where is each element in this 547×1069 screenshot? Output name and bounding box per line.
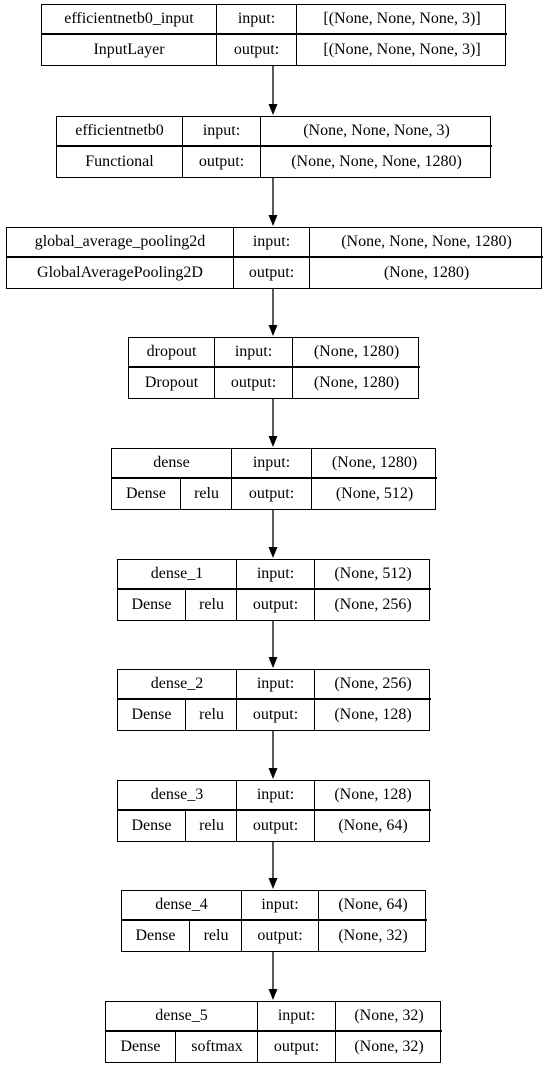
output-shape: (None, 32) — [354, 1038, 424, 1055]
layer-activation: softmax — [191, 1038, 243, 1055]
layer-type-group: Dense relu — [122, 921, 242, 951]
input-shape: (None, None, None, 3) — [261, 117, 492, 146]
arrow-head-icon — [268, 878, 278, 889]
output-shape: (None, None, None, 1280) — [291, 153, 462, 170]
input-shape: (None, 1280) — [293, 338, 420, 367]
layer-type-group: Dense relu — [118, 590, 237, 620]
layer-activation: relu — [199, 596, 224, 613]
layer-name: global_average_pooling2d — [7, 228, 234, 257]
layer-name: efficientnetb0_input — [42, 5, 217, 34]
layer-type: Dense — [118, 700, 186, 730]
layer-type: Dense — [122, 921, 190, 951]
layer-name: dense_3 — [118, 781, 237, 810]
output-label: output: — [237, 590, 315, 620]
output-label: output: — [242, 921, 319, 951]
input-shape: (None, 1280) — [312, 449, 437, 478]
layer-type: Dense — [118, 590, 186, 620]
output-shape: (None, 256) — [334, 596, 412, 613]
layer-type-group: Dense relu — [112, 479, 232, 509]
output-label: output: — [217, 35, 297, 65]
input-label: input: — [237, 670, 315, 699]
layer-name: dense — [112, 449, 232, 478]
output-label: output: — [234, 258, 310, 288]
layer-name: dropout — [129, 338, 215, 367]
arrow-head-icon — [268, 989, 278, 1000]
layer-type: GlobalAveragePooling2D — [7, 258, 234, 288]
arrow-head-icon — [268, 215, 278, 226]
layer-type: Dense — [112, 479, 181, 509]
input-label: input: — [237, 781, 315, 810]
input-label: input: — [215, 338, 293, 367]
input-label: input: — [234, 228, 310, 257]
layer-activation: relu — [199, 817, 224, 834]
arrow-head-icon — [268, 104, 278, 115]
output-shape: (None, 512) — [335, 485, 414, 502]
output-label: output: — [183, 147, 261, 177]
input-shape: (None, 128) — [315, 781, 431, 810]
output-shape: (None, 128) — [334, 706, 412, 723]
layer-type-group: Dense relu — [118, 700, 237, 730]
arrow-head-icon — [268, 547, 278, 558]
output-shape: (None, 1280) — [313, 374, 400, 391]
layer-type-group: Dense relu — [118, 811, 237, 841]
layer-name: dense_1 — [118, 560, 237, 589]
layer-type-group: Dense softmax — [106, 1032, 258, 1062]
output-label: output: — [258, 1032, 336, 1062]
input-label: input: — [242, 891, 319, 920]
input-label: input: — [217, 5, 297, 34]
layer-activation: relu — [203, 927, 229, 944]
layer-name: dense_5 — [106, 1002, 258, 1031]
layer-name: efficientnetb0 — [57, 117, 183, 146]
input-shape: [(None, None, None, 3)] — [297, 5, 507, 34]
layer-activation: relu — [194, 485, 219, 502]
arrow-head-icon — [268, 436, 278, 447]
input-shape: (None, 512) — [315, 560, 431, 589]
layer-type: Dropout — [129, 368, 215, 398]
output-shape: (None, 64) — [338, 817, 408, 834]
layer-name: dense_4 — [122, 891, 242, 920]
output-shape: [(None, None, None, 3)] — [323, 41, 481, 58]
output-shape: (None, 32) — [338, 927, 408, 944]
input-shape: (None, 64) — [319, 891, 427, 920]
input-shape: (None, 256) — [315, 670, 431, 699]
layer-type: Functional — [57, 147, 183, 177]
input-label: input: — [237, 560, 315, 589]
layer-type: Dense — [118, 811, 186, 841]
layer-type: InputLayer — [42, 35, 217, 65]
layer-type: Dense — [106, 1032, 176, 1062]
arrow-head-icon — [268, 768, 278, 779]
input-label: input: — [232, 449, 312, 478]
output-label: output: — [215, 368, 293, 398]
output-label: output: — [237, 811, 315, 841]
input-label: input: — [183, 117, 261, 146]
layer-name: dense_2 — [118, 670, 237, 699]
arrow-head-icon — [268, 325, 278, 336]
output-shape: (None, 1280) — [383, 264, 470, 281]
layer-activation: relu — [199, 706, 224, 723]
arrow-head-icon — [268, 657, 278, 668]
input-shape: (None, None, None, 1280) — [310, 228, 543, 257]
input-shape: (None, 32) — [336, 1002, 442, 1031]
output-label: output: — [237, 700, 315, 730]
output-label: output: — [232, 479, 312, 509]
input-label: input: — [258, 1002, 336, 1031]
